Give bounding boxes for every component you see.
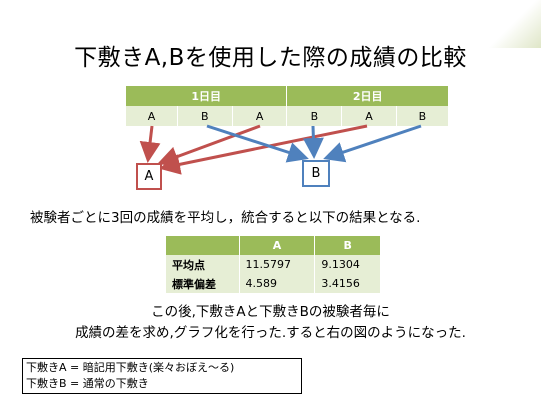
group-a-box: A <box>136 163 162 190</box>
schedule-header-row: 1日目 2日目 <box>126 86 448 106</box>
value-cell: 4.589 <box>238 274 315 293</box>
conclusion-line: 成績の差を求め,グラフ化を行った.すると右の図のようになった. <box>75 325 466 341</box>
results-header-row: A B <box>166 236 380 255</box>
arrow-day1-b <box>206 124 309 163</box>
value-cell: 3.4156 <box>314 274 380 293</box>
corner-decoration <box>471 0 541 48</box>
schedule-cell: A <box>126 106 178 126</box>
slide-title: 下敷きA,Bを使用した際の成績の比較 <box>74 45 467 71</box>
row-label: 標準偏差 <box>166 274 240 293</box>
schedule-cell: A <box>341 106 397 126</box>
arrow-day2-b1 <box>302 125 324 159</box>
conclusion-text: この後,下敷きAと下敷きBの被験者毎に 成績の差を求め,グラフ化を行った.すると… <box>0 302 541 344</box>
results-header-cell: B <box>314 236 380 255</box>
schedule-cell: B <box>176 106 233 126</box>
results-header-cell: A <box>238 236 315 255</box>
value-cell: 11.5797 <box>238 255 315 274</box>
schedule-cell: A <box>231 106 287 126</box>
summary-text: 被験者ごとに3回の成績を平均し，統合すると以下の結果となる. <box>30 210 421 226</box>
results-row-sd: 標準偏差 4.589 3.4156 <box>166 274 380 293</box>
row-label: 平均点 <box>166 255 240 274</box>
arrow-day2-b2 <box>323 124 422 163</box>
schedule-cell: B <box>286 106 342 126</box>
schedule-cell: B <box>395 106 448 126</box>
day1-header: 1日目 <box>126 86 287 106</box>
results-header-cell <box>166 236 240 255</box>
value-cell: 9.1304 <box>314 255 380 274</box>
schedule-table: 1日目 2日目 A B A B A B <box>126 86 448 126</box>
arrow-day2-a <box>159 124 368 175</box>
arrow-day1-a1 <box>139 125 161 163</box>
results-row-mean: 平均点 11.5797 9.1304 <box>166 255 380 274</box>
legend-box: 下敷きA = 暗記用下敷き(楽々おぼえ～る) 下敷きB = 通常の下敷き <box>22 358 302 394</box>
results-table: A B 平均点 11.5797 9.1304 標準偏差 4.589 3.4156 <box>166 236 380 293</box>
conclusion-line: この後,下敷きAと下敷きBの被験者毎に <box>151 304 390 320</box>
day2-header: 2日目 <box>286 86 448 106</box>
schedule-row: A B A B A B <box>126 106 448 126</box>
group-b-box: B <box>302 160 330 187</box>
legend-line: 下敷きB = 通常の下敷き <box>26 377 149 390</box>
legend-line: 下敷きA = 暗記用下敷き(楽々おぼえ～る) <box>26 361 235 374</box>
